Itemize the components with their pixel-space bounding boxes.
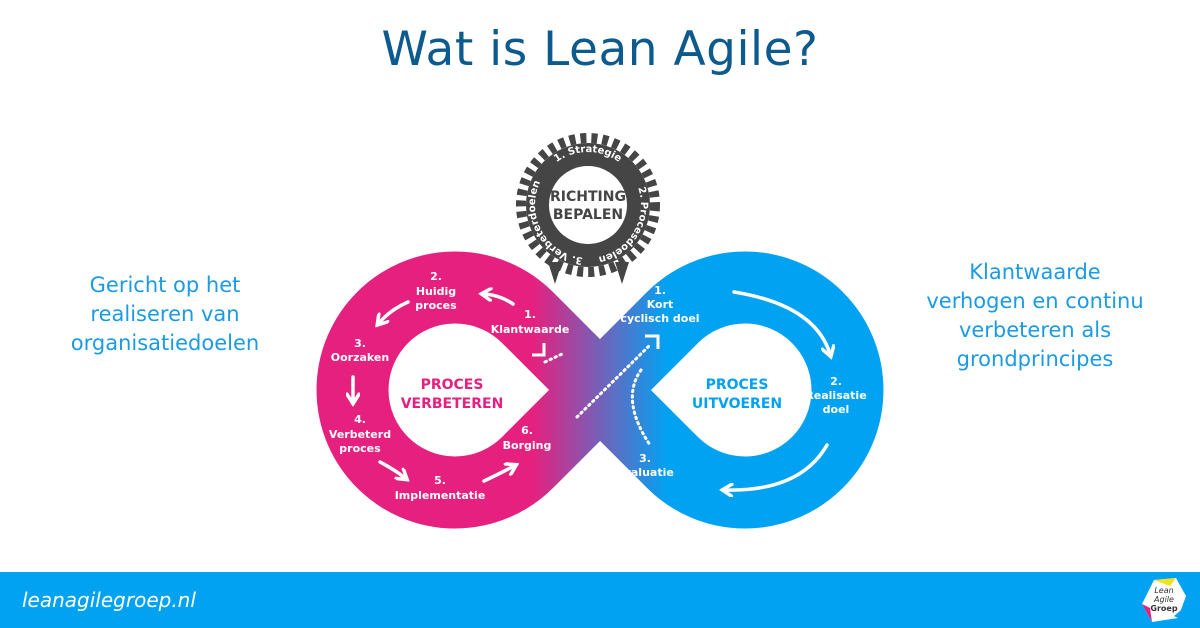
caption-line: grondprincipes — [956, 347, 1114, 371]
logo-line: Lean — [1154, 586, 1173, 595]
dotted-arrow-icon — [543, 352, 564, 364]
caption-line: Klantwaarde — [969, 260, 1101, 284]
caption-line: realiseren van — [90, 302, 240, 326]
arrow-icon — [484, 294, 515, 306]
logo-line: Agile — [1153, 595, 1174, 604]
caption-line: Gericht op het — [89, 273, 241, 297]
gear-foot-right — [615, 262, 629, 284]
step-borging: 6.Borging — [503, 424, 552, 452]
logo-line: Groep — [1150, 604, 1177, 613]
arrow-head-icon — [645, 334, 660, 349]
page-title: Wat is Lean Agile? — [381, 22, 819, 77]
gear-center-line: BEPALEN — [553, 207, 623, 223]
caption-line: organisatiedoelen — [70, 331, 260, 355]
caption-line: verbeteren als — [958, 318, 1112, 342]
arrow-icon — [378, 460, 405, 478]
step-implementatie: 5.Implementatie — [395, 474, 486, 502]
dotted-arrow-icon — [575, 343, 652, 419]
arrow-icon — [379, 300, 410, 323]
crossing-band — [504, 292, 698, 486]
arrow-icon — [725, 443, 829, 490]
step-evaluatie: 3.Evaluatie — [616, 452, 674, 479]
gear-center-line: RICHTING — [550, 189, 626, 205]
dotted-arrow-icon — [630, 368, 652, 447]
left-caption: Gericht op het realiseren van organisati… — [50, 271, 280, 358]
footer-bar: leanagilegroep.nl Lean Agile Groep — [0, 572, 1200, 628]
website-link[interactable]: leanagilegroep.nl — [22, 588, 196, 612]
step-klantwaarde: 1.Klantwaarde — [491, 308, 570, 336]
step-oorzaken: 3.Oorzaken — [331, 337, 389, 364]
arrow-head-icon — [532, 343, 546, 357]
arrow-icon — [732, 290, 830, 354]
caption-line: verhogen en continu — [926, 289, 1144, 313]
right-caption: Klantwaarde verhogen en continu verbeter… — [905, 258, 1165, 374]
arrow-icon — [482, 466, 514, 483]
lean-agile-groep-logo: Lean Agile Groep — [1142, 578, 1186, 622]
